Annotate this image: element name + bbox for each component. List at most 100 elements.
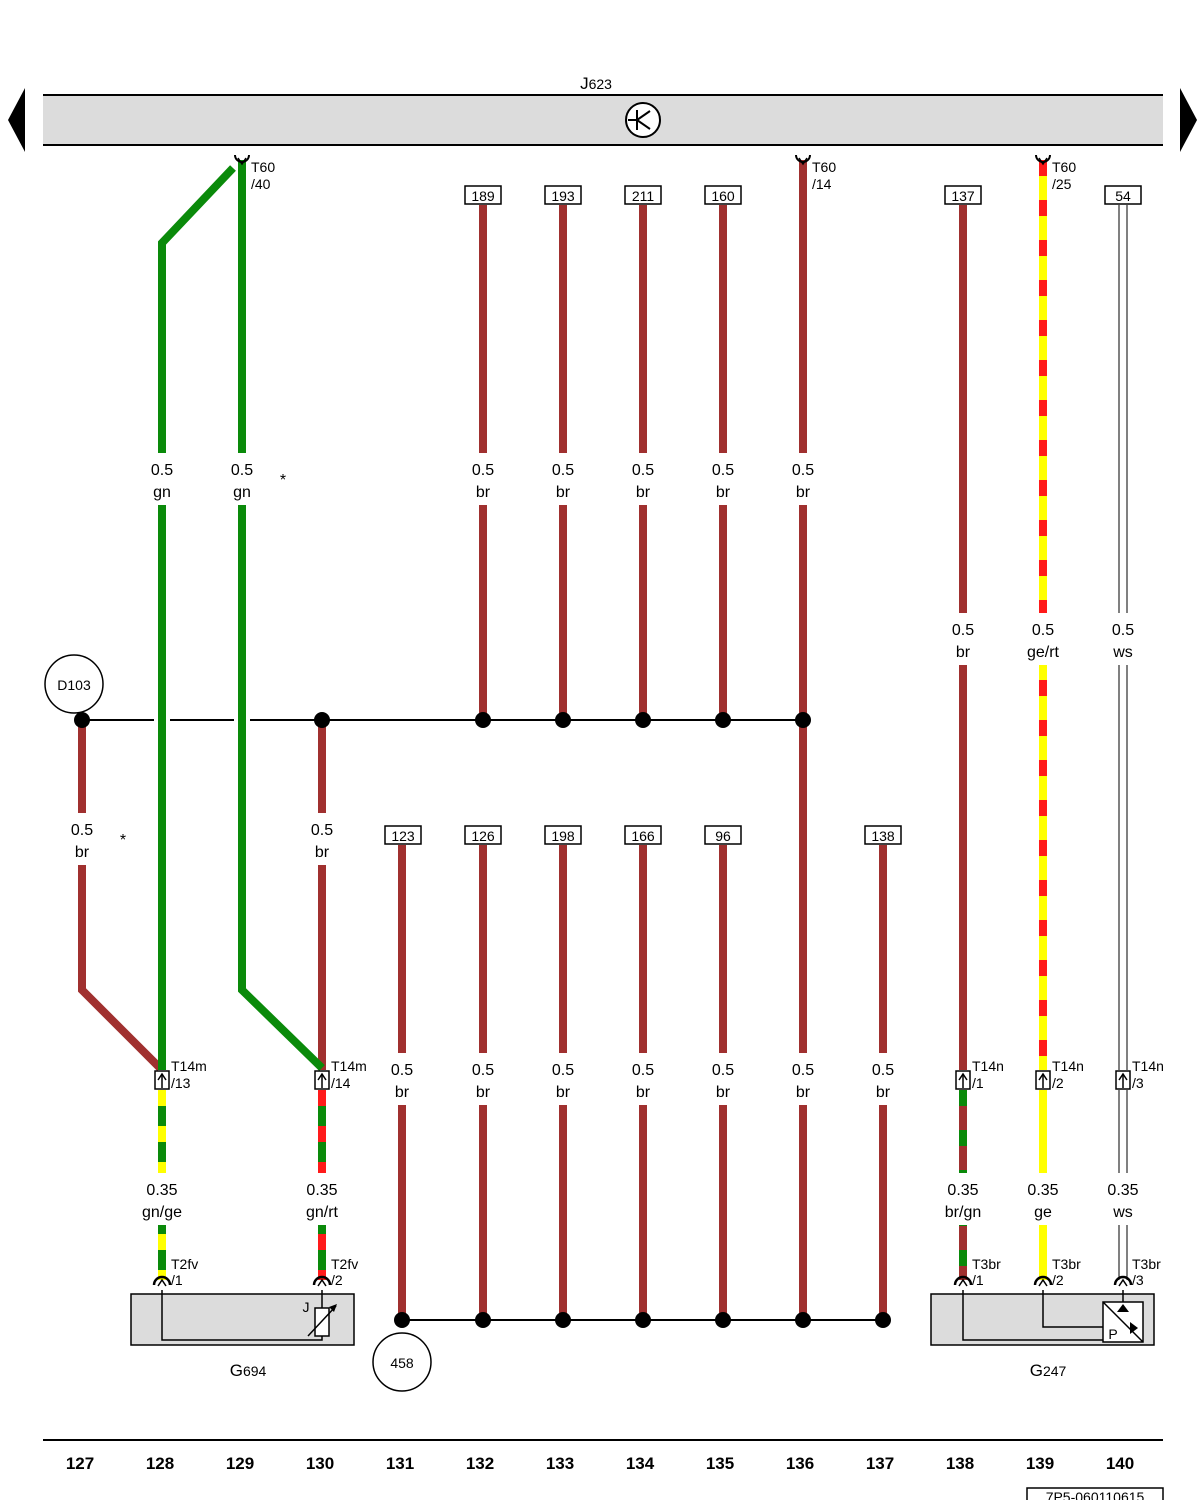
- document-code-label: 7P5-060110615: [1046, 1489, 1145, 1500]
- ref-box-label[interactable]: 211: [632, 188, 655, 204]
- wire-size-label: 0.5: [472, 462, 494, 479]
- transistor-icon: [625, 102, 661, 138]
- connector-t14n-1[interactable]: T14n: [972, 1058, 1004, 1074]
- wire-color-label: br: [315, 844, 330, 861]
- column-number: 135: [706, 1454, 734, 1473]
- wire-color-label: gn: [153, 484, 171, 501]
- ground-point-458[interactable]: 458: [372, 1332, 432, 1392]
- wire-color-label: br: [636, 484, 651, 501]
- wire-color-label: br: [75, 844, 90, 861]
- ref-box-label[interactable]: 193: [551, 188, 575, 204]
- sensor-symbol-label: J: [303, 1299, 310, 1315]
- connector-t14m-14-pin: /14: [331, 1075, 351, 1091]
- component-g694-label: G694: [230, 1361, 267, 1380]
- wire-color-label: ws: [1112, 1204, 1133, 1221]
- wire-color-label: br: [796, 1084, 811, 1101]
- wire-size-label: 0.5: [952, 622, 974, 639]
- wire-size-label: 0.35: [947, 1182, 978, 1199]
- wire-color-label: br: [395, 1084, 410, 1101]
- ref-box-label[interactable]: 54: [1115, 188, 1131, 204]
- ref-box-label[interactable]: 123: [391, 828, 415, 844]
- connector-t60-40-pin: /40: [251, 176, 271, 192]
- wire-labels-top: 0.5 gn 0.5 gn 0.5 br 0.5 br 0.5 br 0.5 b…: [151, 462, 1134, 661]
- column-number: 131: [386, 1454, 414, 1473]
- connector-t3br-2[interactable]: T3br: [1052, 1256, 1081, 1272]
- connector-t2fv-1[interactable]: T2fv: [171, 1256, 198, 1272]
- splice-points: [74, 712, 891, 1328]
- page-prev-arrow-icon[interactable]: [8, 88, 25, 152]
- ref-box-label[interactable]: 160: [711, 188, 735, 204]
- connector-t60-40[interactable]: T60: [251, 159, 275, 175]
- connector-t14n-2[interactable]: T14n: [1052, 1058, 1084, 1074]
- wire-color-label: br: [556, 1084, 571, 1101]
- ref-box-label[interactable]: 198: [551, 828, 575, 844]
- asterisk-marker: *: [280, 472, 286, 489]
- wire-size-label: 0.35: [1107, 1182, 1138, 1199]
- wire-color-label: br: [476, 484, 491, 501]
- ref-box-label[interactable]: 96: [715, 828, 731, 844]
- wire-col-128-top[interactable]: [158, 165, 236, 1070]
- document-code: 7P5-060110615: [1026, 1487, 1164, 1500]
- wire-size-label: 0.5: [552, 462, 574, 479]
- wire-color-label: ge: [1034, 1204, 1052, 1221]
- wire-size-label: 0.5: [632, 1062, 654, 1079]
- column-number: 140: [1106, 1454, 1134, 1473]
- ref-box-label[interactable]: 138: [871, 828, 895, 844]
- ref-box-label[interactable]: 126: [471, 828, 495, 844]
- ref-box-label[interactable]: 137: [951, 188, 975, 204]
- wire-labels-mid: 0.5 br 0.5 br: [71, 822, 333, 861]
- component-g694[interactable]: J G694: [130, 1290, 355, 1380]
- connector-t14n-3-pin: /3: [1132, 1075, 1144, 1091]
- column-number: 137: [866, 1454, 894, 1473]
- wire-labels-bottom: 0.35 gn/ge 0.35 gn/rt 0.35 br/gn 0.35 ge…: [142, 1182, 1139, 1221]
- connector-t2fv-2[interactable]: T2fv: [331, 1256, 358, 1272]
- wire-color-label: br: [796, 484, 811, 501]
- wire-color-label: br: [876, 1084, 891, 1101]
- column-number: 128: [146, 1454, 174, 1473]
- wire-size-label: 0.5: [632, 462, 654, 479]
- page-next-arrow-icon[interactable]: [1180, 88, 1197, 152]
- connector-t3br-3[interactable]: T3br: [1132, 1256, 1161, 1272]
- wire-col-129[interactable]: [238, 160, 325, 1071]
- wire-size-label: 0.35: [146, 1182, 177, 1199]
- control-unit-body: [43, 95, 1163, 145]
- control-unit-j623[interactable]: J623: [43, 74, 1163, 146]
- connector-t60-25[interactable]: T60: [1052, 159, 1076, 175]
- wire-size-label: 0.5: [1032, 622, 1054, 639]
- component-g247[interactable]: P G247: [930, 1290, 1155, 1380]
- wire-size-label: 0.5: [872, 1062, 894, 1079]
- asterisk-marker: *: [120, 832, 126, 849]
- connector-t14n-2-pin: /2: [1052, 1075, 1064, 1091]
- wire-color-label: ws: [1112, 644, 1133, 661]
- wire-color-label: br: [956, 644, 971, 661]
- wire-color-label: br/gn: [945, 1204, 981, 1221]
- column-number: 129: [226, 1454, 254, 1473]
- connector-t14m-14[interactable]: T14m: [331, 1058, 367, 1074]
- column-number: 138: [946, 1454, 974, 1473]
- wire-col-127[interactable]: [78, 720, 163, 1071]
- wire-color-label: gn/rt: [306, 1204, 339, 1221]
- connector-t14n-1-pin: /1: [972, 1075, 984, 1091]
- wire-col-140[interactable]: [1118, 205, 1128, 1280]
- wire-size-label: 0.5: [311, 822, 333, 839]
- wire-labels-lower: 0.5 br 0.5 br 0.5 br 0.5 br 0.5 br 0.5 b…: [391, 1062, 894, 1101]
- splice-d103[interactable]: D103: [44, 654, 104, 714]
- wire-size-label: 0.5: [151, 462, 173, 479]
- connector-t14n-3[interactable]: T14n: [1132, 1058, 1164, 1074]
- wire-color-label: br: [636, 1084, 651, 1101]
- connector-t14m-13[interactable]: T14m: [171, 1058, 207, 1074]
- column-number: 133: [546, 1454, 574, 1473]
- wire-color-label: gn: [233, 484, 251, 501]
- ref-box-label[interactable]: 166: [631, 828, 655, 844]
- wire-size-label: 0.5: [792, 462, 814, 479]
- component-g247-label: G247: [1030, 1361, 1067, 1380]
- wire-size-label: 0.5: [1112, 622, 1134, 639]
- connector-t60-25-pin: /25: [1052, 176, 1072, 192]
- ref-box-label[interactable]: 189: [471, 188, 495, 204]
- column-number: 139: [1026, 1454, 1054, 1473]
- connector-t3br-1[interactable]: T3br: [972, 1256, 1001, 1272]
- column-number: 130: [306, 1454, 334, 1473]
- pressure-sensor-icon: P: [1102, 1301, 1144, 1343]
- connector-t60-14-pin: /14: [812, 176, 832, 192]
- connector-t60-14[interactable]: T60: [812, 159, 836, 175]
